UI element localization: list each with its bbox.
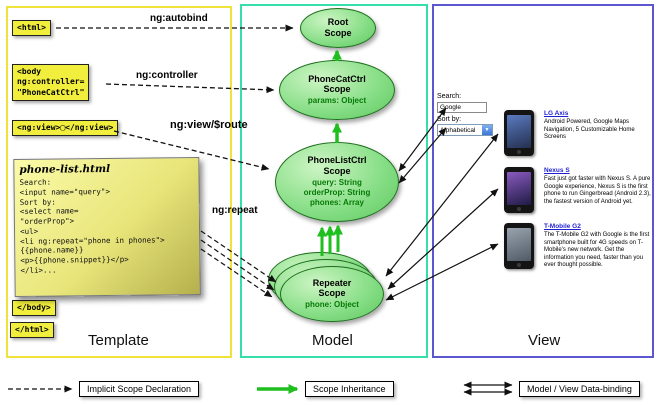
sort-select-value: Alphabetical xyxy=(440,126,476,134)
phone-screen xyxy=(507,228,531,261)
body-close-tag-box: </body> xyxy=(12,300,56,317)
html-close-tag-box: </html> xyxy=(10,322,54,339)
phone-thumbnail-lg-axis[interactable] xyxy=(504,110,534,156)
phone-home-button xyxy=(517,149,521,154)
phone-description-nexus-s: Fast just got faster with Nexus S. A pur… xyxy=(544,176,651,205)
ng-controller-label: ng:controller xyxy=(136,70,198,81)
body-open-tag-box: <body ng:controller= "PhoneCatCtrl" xyxy=(12,64,90,102)
phone-thumbnail-nexus-s[interactable] xyxy=(504,167,534,213)
repeater-scope-props: phone: Object xyxy=(305,300,359,310)
note-code: Search: <input name="query"> Sort by: <s… xyxy=(19,177,165,275)
phone-thumbnail-tmobile-g2[interactable] xyxy=(504,223,534,269)
phone-link-nexus-s[interactable]: Nexus S xyxy=(544,167,570,174)
phonecatctrl-scope-title: PhoneCatCtrl Scope xyxy=(308,73,366,95)
note-title: phone-list.html xyxy=(19,162,111,176)
root-scope-ellipse: Root Scope xyxy=(300,8,376,48)
phonelistctrl-scope-ellipse: PhoneListCtrl Scope query: String orderP… xyxy=(275,142,399,222)
ng-repeat-label: ng:repeat xyxy=(212,205,258,216)
sort-by-label: Sort by: xyxy=(437,116,462,123)
sort-select[interactable]: Alphabetical ▼ xyxy=(437,124,493,136)
legend-implicit-scope-declaration: Implicit Scope Declaration xyxy=(79,381,200,397)
ng-autobind-label: ng:autobind xyxy=(150,13,208,24)
phone-home-button xyxy=(517,206,521,211)
ng-view-route-label: ng:view/$route xyxy=(170,119,248,131)
phonecatctrl-scope-props: params: Object xyxy=(307,96,367,106)
legend-model-view-data-binding: Model / View Data-binding xyxy=(519,381,640,397)
repeater-scope-ellipse: Repeater Scope phone: Object xyxy=(280,266,384,322)
phone-description-tmobile-g2: The T-Mobile G2 with Google is the first… xyxy=(544,232,650,268)
search-input[interactable] xyxy=(437,102,487,113)
phone-description-lg-axis: Android Powered, Google Maps Navigation,… xyxy=(544,119,635,140)
phone-link-lg-axis[interactable]: LG Axis xyxy=(544,110,569,117)
dropdown-arrow-icon[interactable]: ▼ xyxy=(482,125,492,135)
search-label: Search: xyxy=(437,93,462,100)
phone-screen xyxy=(507,172,531,205)
view-panel-label: View xyxy=(528,332,561,349)
model-panel-label: Model xyxy=(312,332,353,349)
legend-scope-inheritance: Scope Inheritance xyxy=(305,381,394,397)
root-scope-title: Root Scope xyxy=(324,17,352,38)
phone-link-tmobile-g2[interactable]: T-Mobile G2 xyxy=(544,223,581,230)
phonelistctrl-scope-title: PhoneListCtrl Scope xyxy=(307,155,367,176)
phonecatctrl-scope-ellipse: PhoneCatCtrl Scope params: Object xyxy=(279,60,395,120)
phonelistctrl-scope-props: query: String orderProp: String phones: … xyxy=(303,177,371,208)
template-panel-label: Template xyxy=(88,332,149,349)
ng-view-tag-box: <ng:view>▢</ng:view> xyxy=(12,120,119,137)
phone-home-button xyxy=(517,262,521,267)
phone-list-template-note: phone-list.html Search: <input name="que… xyxy=(13,157,201,297)
phone-screen xyxy=(507,115,531,148)
html-open-tag-box: <html> xyxy=(12,20,51,37)
repeater-scope-title: Repeater Scope xyxy=(312,277,352,299)
